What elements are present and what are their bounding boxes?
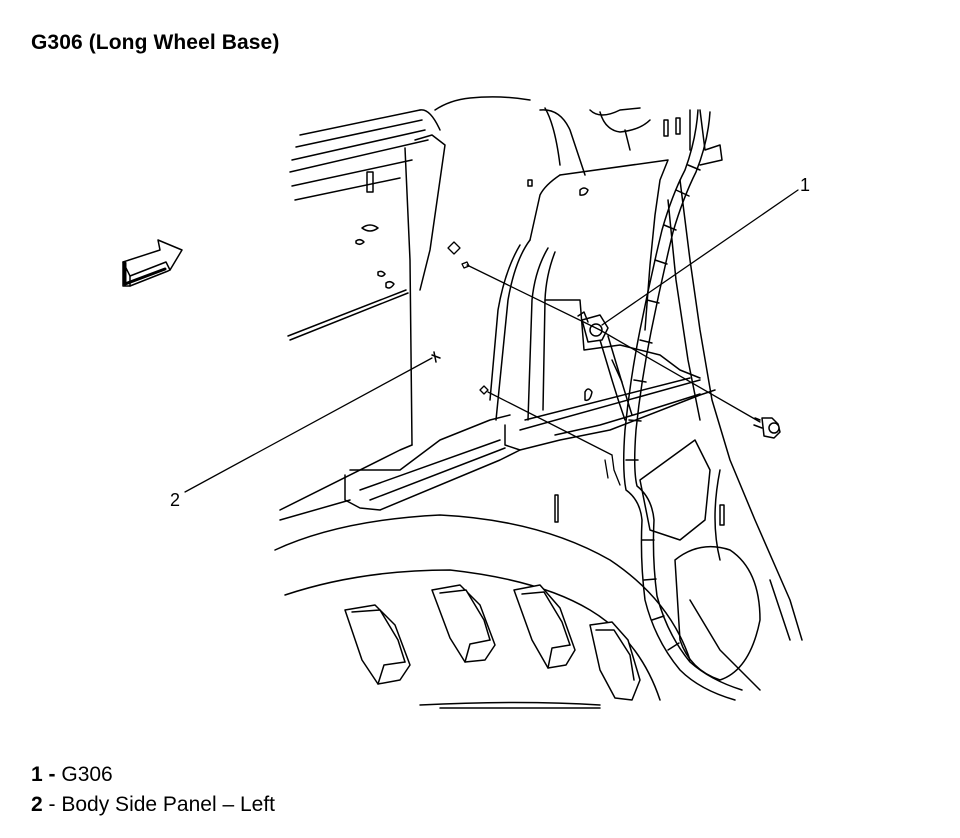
- wheelhouse: [274, 439, 791, 709]
- upper-body-stripes: [289, 96, 531, 201]
- callout-number: 1: [800, 175, 810, 195]
- legend-text: G306: [61, 763, 113, 786]
- legend-separator: -: [42, 793, 62, 816]
- legend-number: 2: [31, 793, 43, 816]
- legend: 1 - G306 2 - Body Side Panel – Left: [31, 760, 275, 820]
- body-side-panel: [279, 134, 446, 511]
- legend-number: 1: [31, 763, 43, 786]
- legend-separator: -: [42, 763, 62, 786]
- legend-item: 1 - G306: [31, 760, 275, 790]
- legend-item: 2 - Body Side Panel – Left: [31, 790, 275, 820]
- floor-ribs: [344, 584, 641, 701]
- wiring-harness: [599, 109, 743, 701]
- callout-number: 2: [170, 490, 180, 510]
- assembly-lines: [447, 241, 761, 486]
- ground-bolt: [753, 417, 781, 439]
- legend-text: Body Side Panel – Left: [61, 793, 276, 816]
- callout-1: 1: [601, 175, 810, 326]
- front-direction-arrow: [122, 239, 183, 287]
- page-title: G306 (Long Wheel Base): [31, 31, 280, 54]
- floor-rails: [279, 377, 716, 521]
- callout-2: 2: [170, 357, 433, 510]
- inner-pillar: [489, 107, 803, 641]
